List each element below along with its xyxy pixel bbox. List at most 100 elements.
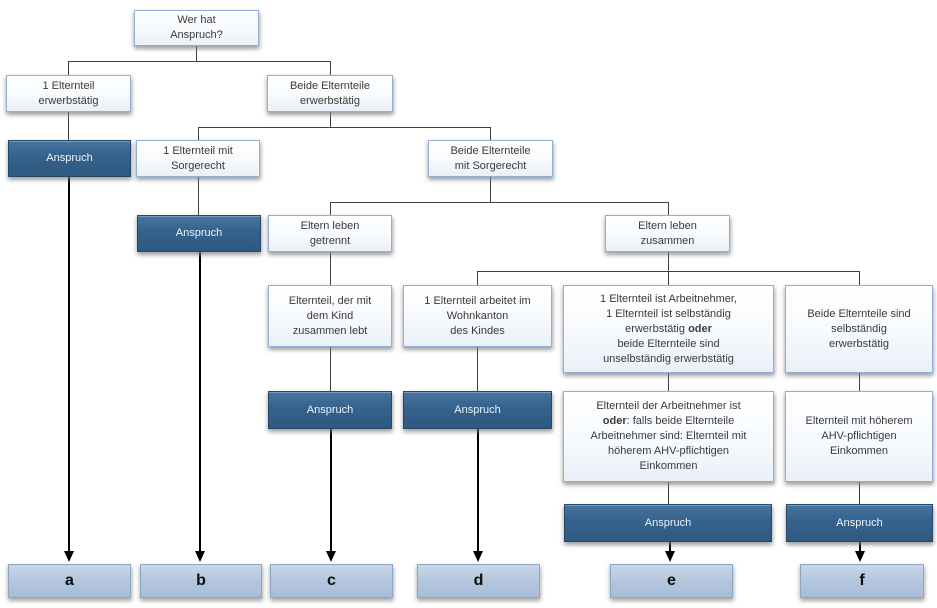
anspruch-box-b: Anspruch <box>137 215 261 252</box>
node-text: Beide Elternteile <box>450 144 531 157</box>
anspruch-box-f: Anspruch <box>786 504 933 542</box>
node-gemischte-erwerbstaetigkeit: 1 Elternteil ist Arbeitnehmer, 1 Elternt… <box>563 285 774 373</box>
node-text: getrennt <box>309 234 351 247</box>
leaf-label: d <box>473 572 484 589</box>
node-text: Anspruch <box>306 403 354 416</box>
connector <box>330 112 331 127</box>
connector <box>668 373 669 391</box>
node-text: Beide Elternteile <box>289 79 371 92</box>
arrow-to-f <box>859 542 861 551</box>
connector <box>198 177 199 215</box>
node-arbeitnehmer-regel: Elternteil der Arbeitnehmer ist oder: fa… <box>563 391 774 482</box>
node-text: 1 Elternteil mit <box>163 144 233 157</box>
node-text: Einkommen <box>829 445 889 457</box>
arrow-to-b <box>199 252 201 551</box>
node-text: Elternteil der Arbeitnehmer ist <box>596 400 741 412</box>
node-text: unselbständig erwerbstätig <box>603 352 734 365</box>
node-text: Wer hat <box>177 14 216 26</box>
node-eltern-leben-getrennt: Eltern leben getrennt <box>268 215 392 252</box>
connector <box>477 347 478 391</box>
connector <box>668 482 669 504</box>
node-eltern-leben-zusammen: Eltern leben zusammen <box>605 215 730 252</box>
node-text: Beide Elternteile sind <box>807 307 911 320</box>
node-beide-elternteile-mit-sorgerecht: Beide Elternteile mit Sorgerecht <box>428 140 553 177</box>
connector <box>859 373 860 391</box>
anspruch-box-e: Anspruch <box>564 504 772 542</box>
anspruch-box-d: Anspruch <box>403 391 552 429</box>
leaf-label: c <box>327 572 336 589</box>
node-text: Anspruch? <box>170 29 223 41</box>
connector <box>859 482 860 504</box>
connector <box>68 61 331 62</box>
connector <box>198 127 199 140</box>
leaf-label: e <box>667 572 676 589</box>
connector <box>668 252 669 271</box>
connector <box>330 202 668 203</box>
leaf-e: e <box>610 564 733 598</box>
arrowhead-b <box>195 551 205 562</box>
leaf-b: b <box>140 564 262 598</box>
leaf-label: a <box>65 572 74 589</box>
connector <box>68 61 69 75</box>
arrow-to-c <box>330 429 332 551</box>
node-text: 1 Elternteil ist Arbeitnehmer, <box>600 292 737 305</box>
node-text: zusammen lebt <box>292 324 368 337</box>
node-text: Elternteil mit höherem <box>805 415 913 427</box>
leaf-f: f <box>800 564 924 598</box>
connector <box>196 46 197 61</box>
connector <box>859 271 860 285</box>
connector <box>668 271 669 285</box>
node-beide-selbstaendig: Beide Elternteile sind selbständig erwer… <box>785 285 933 373</box>
node-hoeheres-einkommen: Elternteil mit höherem AHV-pflichtigen E… <box>785 391 933 482</box>
leaf-c: c <box>270 564 393 598</box>
connector <box>490 127 491 140</box>
connector <box>198 127 490 128</box>
arrow-to-a <box>68 177 70 551</box>
anspruch-box-c: Anspruch <box>268 391 392 429</box>
connector <box>477 271 478 285</box>
node-text: 1 Elternteil arbeitet im <box>424 294 531 307</box>
node-text: des Kindes <box>450 324 505 337</box>
node-arbeitet-im-wohnkanton: 1 Elternteil arbeitet im Wohnkanton des … <box>403 285 552 347</box>
node-elternteil-mit-kind-lebt: Elternteil, der mit dem Kind zusammen le… <box>268 285 392 347</box>
node-text: Eltern leben <box>300 219 360 232</box>
node-text: Sorgerecht <box>171 159 225 172</box>
node-text: erwerbstätig <box>300 94 360 107</box>
node-text: selbständig <box>831 322 887 335</box>
node-text: Anspruch <box>644 516 692 529</box>
arrowhead-e <box>665 551 675 562</box>
leaf-a: a <box>8 564 131 598</box>
node-text: zusammen <box>640 234 695 247</box>
node-text: dem Kind <box>306 309 354 322</box>
node-text: Wohnkanton <box>446 309 509 322</box>
node-text: AHV-pflichtigen <box>821 430 897 442</box>
node-1-elternteil-mit-sorgerecht: 1 Elternteil mit Sorgerecht <box>136 140 260 177</box>
node-text: Arbeitnehmer sind: Elternteil mit <box>590 430 747 442</box>
node-text: Anspruch <box>175 227 223 239</box>
arrowhead-c <box>326 551 336 562</box>
node-text: erwerbstätig oder <box>625 322 712 335</box>
leaf-label: f <box>859 572 865 589</box>
node-wer-hat-anspruch: Wer hat Anspruch? <box>134 10 259 46</box>
connector <box>68 112 69 140</box>
leaf-d: d <box>417 564 540 598</box>
node-text: oder: falls beide Elternteile <box>602 415 735 427</box>
node-text: Anspruch <box>454 403 501 416</box>
node-text: erwerbstätig <box>829 337 889 350</box>
connector <box>330 61 331 75</box>
arrowhead-f <box>855 551 865 562</box>
arrowhead-a <box>64 551 74 562</box>
connector <box>490 177 491 202</box>
connector <box>330 202 331 215</box>
arrow-to-d <box>477 429 479 551</box>
connector <box>330 252 331 285</box>
node-text: Anspruch <box>46 152 93 164</box>
node-text: erwerbstätig <box>38 94 99 107</box>
arrow-to-e <box>669 542 671 551</box>
node-text: höherem AHV-pflichtigen <box>607 445 730 457</box>
node-text: Einkommen <box>639 460 698 472</box>
node-text: Anspruch <box>836 516 883 529</box>
node-1-elternteil-erwerbstaetig: 1 Elternteil erwerbstätig <box>6 75 131 112</box>
node-text: mit Sorgerecht <box>454 159 527 172</box>
